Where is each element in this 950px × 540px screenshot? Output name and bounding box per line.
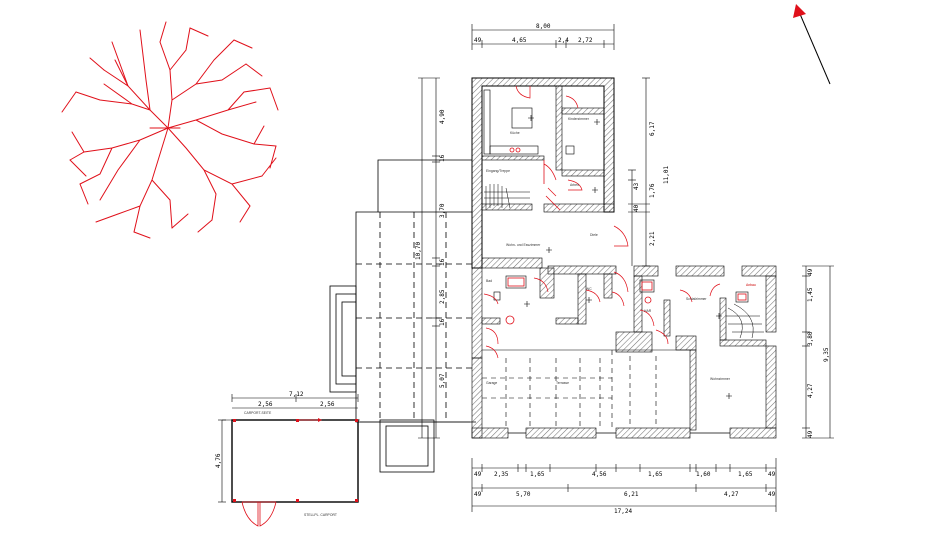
room-utility: HAR <box>644 309 652 313</box>
dim-mid-3: 2,21 <box>649 231 656 246</box>
room-kitchen: Küche <box>510 131 520 135</box>
dim-bottom-r1-4: 1,65 <box>648 471 663 478</box>
house-walls <box>471 77 777 439</box>
dim-bottom-r1-3: 4,56 <box>592 471 607 478</box>
dim-right-thin-1: 49 <box>807 268 814 276</box>
dim-left-4: 5,07 <box>439 373 446 388</box>
dim-bottom-r1-1: 2,35 <box>494 471 509 478</box>
dim-bottom-r2-2: 6,21 <box>624 491 639 498</box>
dim-left-thin-3: 16 <box>439 318 446 326</box>
dim-mid-thin-1: 43 <box>633 182 640 190</box>
dim-carport-w1: 2,56 <box>258 401 273 408</box>
dim-bottom-r1-6: 1,65 <box>738 471 753 478</box>
room-bath: Bad <box>486 279 492 283</box>
carport-bottom-label: STELLPL. CARPORT <box>304 513 337 517</box>
dim-bottom-r2-1: 5,70 <box>516 491 531 498</box>
dim-left-total: 10,70 <box>415 242 422 260</box>
dim-right-3: 4,27 <box>807 383 814 398</box>
dim-carport-total: 7,12 <box>289 391 304 398</box>
interior-details <box>482 89 764 428</box>
room-terrace: Terrasse <box>556 381 569 385</box>
room-living: Wohn- und Esszimmer <box>506 243 541 247</box>
dim-right-1: 1,45 <box>807 287 814 302</box>
room-b: Arbeit <box>570 183 579 187</box>
dim-left-1: 4,90 <box>439 109 446 124</box>
door-swings <box>483 85 721 359</box>
carport-label: CARPORT-SEITE <box>244 411 272 415</box>
dim-top-2: 2,72 <box>578 37 593 44</box>
dimension-lines <box>418 24 834 512</box>
dim-mid-2: 1,76 <box>649 183 656 198</box>
room-garage: Garage <box>486 381 497 385</box>
dim-bottom-thin-3: 49 <box>474 491 482 498</box>
dim-right-total: 9,35 <box>823 347 830 362</box>
room-east: Wohnzimmer <box>710 377 731 381</box>
room-east-wing: Anbau <box>746 283 756 287</box>
tree-symbol <box>61 21 279 239</box>
room-hall: Diele <box>590 233 598 237</box>
room-a: Kinderzimmer <box>568 117 590 121</box>
dim-bottom-r1-2: 1,65 <box>530 471 545 478</box>
dim-mid-thin-2: 40 <box>633 204 640 212</box>
room-wc: WC <box>586 287 592 291</box>
dim-top-total: 8,00 <box>536 23 551 30</box>
existing-structure-outline <box>329 159 476 473</box>
dim-carport-height: 4,76 <box>215 453 222 468</box>
room-labels: Küche Kinderzimmer Arbeit Eingang/Treppe… <box>486 117 756 385</box>
dim-left-thin-1: 16 <box>439 154 446 162</box>
dim-mid-1: 6,17 <box>649 121 656 136</box>
dim-bottom-r1-5: 1,60 <box>696 471 711 478</box>
dim-bottom-thin-2: 49 <box>768 471 776 478</box>
room-bedroom: Schlafzimmer <box>686 297 707 301</box>
north-arrow <box>793 4 831 85</box>
dim-bottom-thin-4: 49 <box>768 491 776 498</box>
dim-left-thin-2: 16 <box>439 258 446 266</box>
dim-mid-total: 11,01 <box>663 166 670 184</box>
dim-top-thin-1: 49 <box>474 37 482 44</box>
carport: CARPORT-SEITE STELLPL. CARPORT <box>222 411 470 527</box>
room-markers <box>524 115 732 399</box>
dim-top-thin-2: 2,4 <box>558 37 569 44</box>
dim-top-1: 4,65 <box>512 37 527 44</box>
dim-carport-w2: 2,56 <box>320 401 335 408</box>
dim-bottom-thin-1: 49 <box>474 471 482 478</box>
dim-right-2: 3,80 <box>807 331 814 346</box>
dim-left-2: 3,70 <box>439 203 446 218</box>
carport-dimensions <box>218 394 359 503</box>
room-stair-hall: Eingang/Treppe <box>486 169 510 173</box>
dim-right-thin-2: 49 <box>807 430 814 438</box>
dim-left-3: 2,85 <box>439 289 446 304</box>
dim-bottom-r2-3: 4,27 <box>724 491 739 498</box>
dim-bottom-total: 17,24 <box>614 508 632 515</box>
